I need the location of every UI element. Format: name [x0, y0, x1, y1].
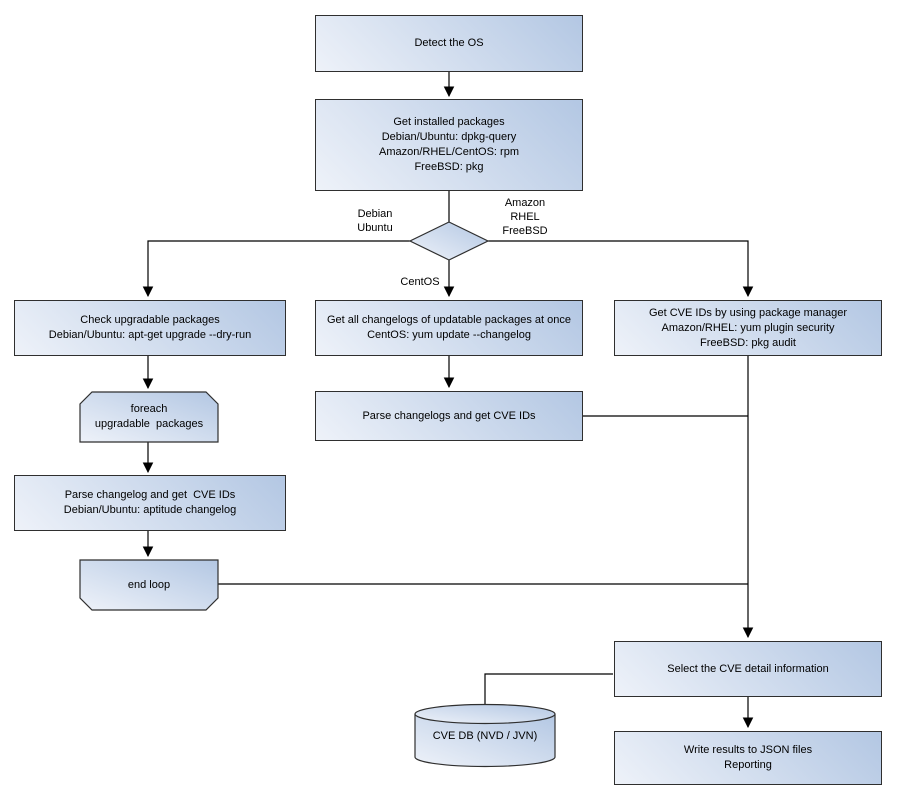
node-text: Get all changelogs of updatable packages…: [326, 314, 571, 326]
node-text: Check upgradable packages: [80, 314, 220, 326]
node-text: Amazon/RHEL/CentOS: rpm: [379, 146, 519, 158]
node-text: Parse changelog and get CVE IDs: [64, 489, 236, 501]
edge-label-text: Debian: [357, 208, 393, 220]
edge-label-centos: CentOS: [390, 275, 450, 289]
edge-label-text: Ubuntu: [357, 222, 393, 234]
node-get-installed-packages: Get installed packages Debian/Ubuntu: dp…: [315, 99, 583, 191]
edge-label-text: RHEL: [510, 211, 540, 223]
node-check-upgradable-packages: Check upgradable packages Debian/Ubuntu:…: [14, 300, 286, 356]
edge-label-debian-ubuntu: Debian Ubuntu: [345, 207, 405, 235]
node-text: Detect the OS: [414, 37, 484, 49]
node-text: Debian/Ubuntu: apt-get upgrade --dry-run: [48, 329, 252, 341]
node-select-cve-detail: Select the CVE detail information: [614, 641, 882, 697]
node-text: CVE DB (NVD / JVN): [432, 729, 538, 742]
edge-label-amazon-rhel-freebsd: Amazon RHEL FreeBSD: [495, 196, 555, 238]
node-end-loop: end loop: [80, 560, 218, 610]
node-cve-db: CVE DB (NVD / JVN): [415, 722, 555, 750]
node-text: Debian/Ubuntu: dpkg-query: [381, 131, 517, 143]
node-get-all-changelogs: Get all changelogs of updatable packages…: [315, 300, 583, 356]
cvedb-cylinder-top: [414, 703, 556, 725]
node-text: Debian/Ubuntu: aptitude changelog: [63, 504, 237, 516]
cvedb-cylinder-body: [414, 714, 556, 768]
node-text: Reporting: [724, 759, 772, 771]
decision-os-diamond: [408, 221, 490, 261]
node-get-cve-ids-package-manager: Get CVE IDs by using package manager Ama…: [614, 300, 882, 356]
node-text: Amazon/RHEL: yum plugin security: [661, 321, 835, 334]
edge-decision-to-get-cve-ids: [488, 240, 754, 298]
edge-label-text: FreeBSD: [502, 225, 548, 237]
edge-label-text: Amazon: [504, 197, 546, 209]
node-parse-changelog-left: Parse changelog and get CVE IDs Debian/U…: [14, 475, 286, 531]
edge-label-text: CentOS: [400, 276, 440, 288]
edge-select-to-cvedb: [484, 673, 613, 705]
node-text: foreach: [130, 403, 168, 415]
node-text: Get installed packages: [393, 116, 505, 128]
node-foreach-upgradable-packages: foreach upgradable packages: [80, 392, 218, 442]
node-text: Select the CVE detail information: [667, 662, 829, 675]
node-text: upgradable packages: [94, 418, 204, 430]
node-text: FreeBSD: pkg audit: [700, 336, 796, 349]
node-parse-changelogs-middle: Parse changelogs and get CVE IDs: [315, 391, 583, 441]
node-detect-os: Detect the OS: [315, 15, 583, 72]
end-loop-shape: [79, 559, 219, 611]
node-text: end loop: [127, 578, 171, 591]
edge-decision-to-check-upgradable: [142, 240, 410, 298]
node-write-results-reporting: Write results to JSON files Reporting: [614, 731, 882, 785]
node-text: CentOS: yum update --changelog: [367, 329, 531, 341]
node-text: Parse changelogs and get CVE IDs: [362, 409, 536, 422]
node-text: FreeBSD: pkg: [414, 161, 484, 173]
foreach-loop-shape: [79, 391, 219, 443]
node-text: Get CVE IDs by using package manager: [648, 306, 848, 319]
node-text: Write results to JSON files: [683, 744, 813, 756]
